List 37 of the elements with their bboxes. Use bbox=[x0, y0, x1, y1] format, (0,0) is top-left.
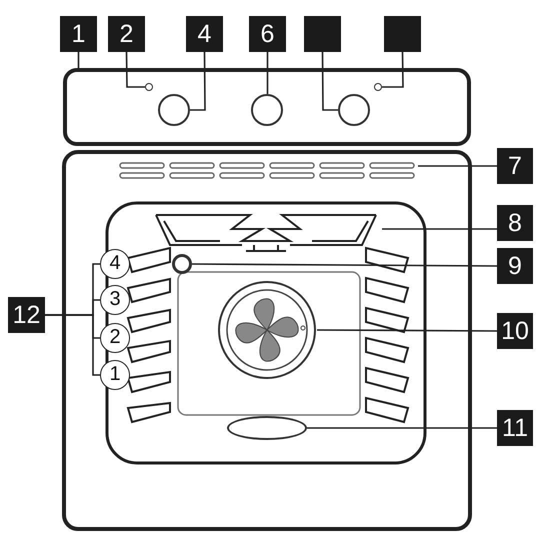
leader-line bbox=[126, 52, 145, 88]
leader-line bbox=[307, 427, 497, 429]
leader-line bbox=[192, 263, 497, 267]
shelf-level-number: 2 bbox=[100, 323, 130, 353]
shelf-level-number: 1 bbox=[100, 360, 130, 390]
control-knob bbox=[338, 94, 370, 126]
leader-line bbox=[322, 52, 338, 111]
leader-line bbox=[190, 52, 206, 111]
callout-number bbox=[304, 16, 341, 52]
callout-number: 10 bbox=[497, 313, 533, 349]
leader-line bbox=[78, 52, 80, 68]
control-knob bbox=[158, 94, 190, 126]
shelf-level-number: 4 bbox=[100, 249, 130, 279]
callout-number: 11 bbox=[497, 410, 533, 446]
callout-number: 2 bbox=[108, 16, 145, 52]
callout-number: 1 bbox=[60, 16, 97, 52]
leader-line bbox=[45, 314, 100, 376]
indicator-light bbox=[374, 83, 382, 91]
shelf-level-number: 3 bbox=[100, 285, 130, 315]
indicator-light bbox=[145, 83, 153, 91]
callout-number: 6 bbox=[249, 16, 286, 52]
callout-number: 8 bbox=[497, 205, 533, 241]
callout-number: 7 bbox=[497, 148, 533, 184]
door-seal-opening bbox=[227, 416, 307, 440]
oven-lamp bbox=[172, 254, 192, 274]
leader-line bbox=[382, 52, 404, 88]
leader-line bbox=[417, 165, 497, 167]
leader-line bbox=[317, 329, 497, 332]
callout-number: 12 bbox=[8, 297, 45, 333]
leader-line bbox=[266, 52, 268, 94]
control-panel bbox=[63, 68, 471, 146]
control-knob bbox=[251, 94, 283, 126]
callout-number: 9 bbox=[497, 248, 533, 284]
callout-number: 4 bbox=[186, 16, 223, 52]
leader-line bbox=[382, 228, 497, 230]
callout-number bbox=[384, 16, 421, 52]
fan-drawing bbox=[217, 280, 317, 380]
